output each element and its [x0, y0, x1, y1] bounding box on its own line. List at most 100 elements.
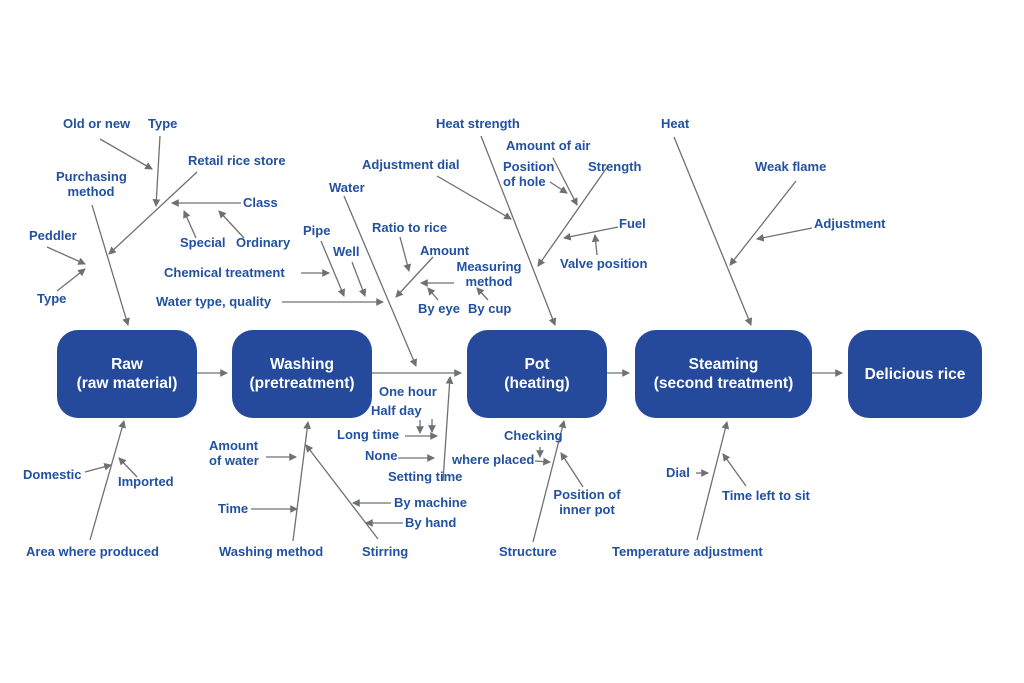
line-setting-time-spine: [442, 375, 454, 482]
label-none: None: [365, 448, 398, 463]
line-heat-strength-spine: [480, 135, 557, 326]
label-purchasing-method: Purchasing method: [56, 169, 127, 199]
line-valve-position: [591, 233, 600, 256]
line-weak-flame: [729, 180, 797, 266]
line-amount: [395, 256, 434, 298]
label-by-cup: By cup: [468, 301, 512, 316]
line-peddler: [46, 246, 86, 265]
line-washing-bottom-spine: [292, 420, 312, 542]
label-adjustment-dial: Adjustment dial: [362, 157, 460, 172]
node-steaming: Steaming (second treatment): [635, 330, 812, 418]
label-amount: Amount: [420, 243, 470, 258]
label-peddler: Peddler: [29, 228, 77, 243]
label-pipe: Pipe: [303, 223, 331, 238]
line-strength-spine: [537, 165, 609, 267]
label-imported: Imported: [118, 474, 174, 489]
node-delicious-rice-title: Delicious rice: [864, 365, 966, 383]
line-adjustment: [755, 227, 813, 242]
line-pipe: [320, 240, 345, 297]
label-amount-of-water: Amount of water: [209, 438, 259, 468]
label-one-hour: One hour: [379, 384, 437, 399]
node-pot-title: Pot: [524, 356, 550, 373]
label-weak-flame: Weak flame: [755, 159, 827, 174]
label-by-eye: By eye: [418, 301, 460, 316]
node-raw-title: Raw: [111, 356, 143, 373]
line-fuel: [562, 226, 619, 241]
label-strength: Strength: [588, 159, 642, 174]
line-raw-bottom-spine: [89, 420, 126, 541]
line-old-or-new: [99, 138, 153, 170]
line-by-eye: [427, 287, 439, 301]
node-washing-subtitle: (pretreatment): [249, 375, 355, 392]
label-old-or-new: Old or new: [63, 116, 131, 131]
line-raw-top-spine: [91, 204, 130, 326]
label-area-where-produced: Area where produced: [26, 544, 159, 559]
label-half-day: Half day: [371, 403, 422, 418]
line-pot-bottom-spine: [532, 419, 567, 543]
label-valve-position: Valve position: [560, 256, 648, 271]
node-raw: Raw (raw material): [57, 330, 197, 418]
line-ratio-to-rice: [399, 236, 412, 273]
label-type-top: Type: [148, 116, 178, 131]
node-washing: Washing (pretreatment): [232, 330, 372, 418]
label-where-placed: where placed: [452, 452, 535, 467]
label-checking: Checking: [504, 428, 563, 443]
label-ordinary: Ordinary: [236, 235, 291, 250]
line-adjustment-dial: [436, 175, 512, 220]
line-steaming-bottom-spine: [696, 420, 730, 541]
label-washing-method: Washing method: [219, 544, 324, 559]
line-position-of-hole: [549, 181, 568, 194]
line-type-bottom: [56, 268, 86, 292]
label-adjustment: Adjustment: [814, 216, 886, 231]
label-water-type-quality: Water type, quality: [156, 294, 272, 309]
label-position-of-inner-pot: Position of inner pot: [553, 487, 621, 517]
label-type-bottom: Type: [37, 291, 67, 306]
node-steaming-title: Steaming: [688, 356, 759, 373]
label-retail-rice-store: Retail rice store: [188, 153, 286, 168]
label-domestic: Domestic: [23, 467, 82, 482]
label-ratio-to-rice: Ratio to rice: [372, 220, 448, 235]
label-measuring-method: Measuring method: [456, 259, 522, 289]
line-type-top: [152, 135, 161, 208]
line-heat-spine: [673, 136, 753, 326]
line-domestic: [84, 462, 113, 473]
label-class: Class: [243, 195, 278, 210]
label-chemical-treatment: Chemical treatment: [164, 265, 285, 280]
label-water: Water: [329, 180, 365, 195]
label-long-time: Long time: [337, 427, 400, 442]
label-time-left-to-sit: Time left to sit: [722, 488, 810, 503]
line-where-placed: [534, 457, 552, 466]
node-washing-title: Washing: [269, 356, 334, 373]
label-by-machine: By machine: [394, 495, 467, 510]
line-by-cup: [476, 287, 489, 301]
label-stirring: Stirring: [362, 544, 409, 559]
label-fuel: Fuel: [619, 216, 646, 231]
label-position-of-hole: Position of hole: [503, 159, 555, 189]
label-amount-of-air: Amount of air: [506, 138, 591, 153]
label-well: Well: [333, 244, 360, 259]
node-steaming-subtitle: (second treatment): [653, 375, 794, 392]
label-dial: Dial: [666, 465, 690, 480]
label-setting-time: Setting time: [388, 469, 463, 484]
line-ordinary: [218, 210, 245, 239]
label-heat: Heat: [661, 116, 690, 131]
node-delicious-rice: Delicious rice: [848, 330, 982, 418]
node-pot-subtitle: (heating): [504, 375, 570, 392]
label-heat-strength: Heat strength: [436, 116, 520, 131]
line-retail-rice-store: [108, 171, 198, 255]
line-water-spine: [343, 195, 417, 367]
line-special: [183, 210, 197, 239]
node-pot: Pot (heating): [467, 330, 607, 418]
label-temperature-adjustment: Temperature adjustment: [612, 544, 763, 559]
label-time: Time: [218, 501, 249, 516]
label-special: Special: [180, 235, 226, 250]
line-well: [351, 261, 367, 297]
line-imported: [118, 457, 138, 478]
line-time-left-to-sit: [722, 453, 747, 487]
node-raw-subtitle: (raw material): [76, 375, 178, 392]
line-amount-of-air: [552, 157, 578, 206]
label-by-hand: By hand: [405, 515, 457, 530]
line-position-of-inner-pot: [560, 452, 584, 488]
